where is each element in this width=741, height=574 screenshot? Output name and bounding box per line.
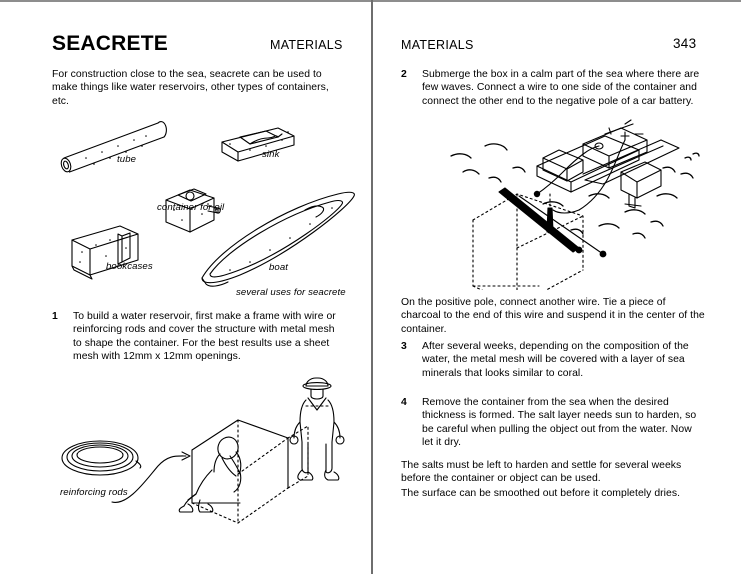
right-step-4-number: 4: [401, 397, 407, 408]
surface-smoothed-paragraph: The surface can be smoothed out before i…: [401, 488, 681, 499]
page-number: 343: [673, 36, 697, 51]
figure-caption-several-uses: several uses for seacrete: [236, 287, 346, 298]
salts-harden-paragraph: The salts must be left to harden and set…: [401, 460, 682, 485]
page-title: SEACRETE: [52, 32, 168, 55]
left-page: SEACRETE MATERIALS For construction clos…: [40, 32, 370, 525]
right-step-2-number: 2: [401, 69, 407, 80]
figure-label-sink: sink: [262, 149, 280, 160]
wire-negative: [536, 145, 600, 195]
tube-drawing: [60, 121, 167, 173]
metal-rod-2: [518, 195, 604, 255]
top-border-rule: [0, 0, 741, 2]
sink-drawing: [221, 127, 295, 162]
left-step-1-number: 1: [52, 311, 58, 322]
battery-terminals: [594, 131, 644, 150]
figure-label-bookcases: bookcases: [106, 261, 153, 272]
intro-paragraph: For construction close to the sea, seacr…: [52, 69, 329, 107]
wire-positive: [578, 139, 626, 211]
figure-label-container-for-oil: container for oil: [157, 202, 225, 213]
figure-submerged-box-battery: [393, 110, 723, 290]
running-head-right: MATERIALS: [401, 38, 474, 52]
submerged-mesh-box: [472, 193, 584, 290]
right-step-2-text: Submerge the box in a calm part of the s…: [422, 69, 700, 107]
charcoal-piece: [546, 193, 554, 233]
figure-building-frame: [40, 360, 370, 525]
worker-kneeling: [178, 436, 242, 513]
arrow-head: [181, 451, 191, 461]
metal-rod-1: [498, 187, 580, 253]
reinforcing-rods-coil: [61, 440, 142, 476]
right-step-3-number: 3: [401, 341, 407, 352]
running-head-left: MATERIALS: [270, 38, 343, 52]
figure-label-boat: boat: [269, 262, 289, 273]
right-page: MATERIALS 343 2 Submerge the box in a ca…: [373, 0, 741, 574]
figure-label-tube: tube: [117, 154, 137, 165]
right-step-4-text: Remove the container from the sea when t…: [422, 397, 697, 449]
positive-pole-paragraph: On the positive pole, connect another wi…: [401, 297, 705, 335]
left-step-1-text: To build a water reservoir, first make a…: [73, 311, 336, 363]
page-gutter-divider: [371, 0, 373, 574]
right-step-3-text: After several weeks, depending on the co…: [422, 341, 689, 379]
pier-structure: [536, 119, 680, 209]
figure-label-reinforcing-rods: reinforcing rods: [60, 487, 128, 498]
worker-standing: [289, 377, 345, 481]
water-ripples: [450, 143, 700, 239]
mesh-box: [191, 419, 309, 524]
